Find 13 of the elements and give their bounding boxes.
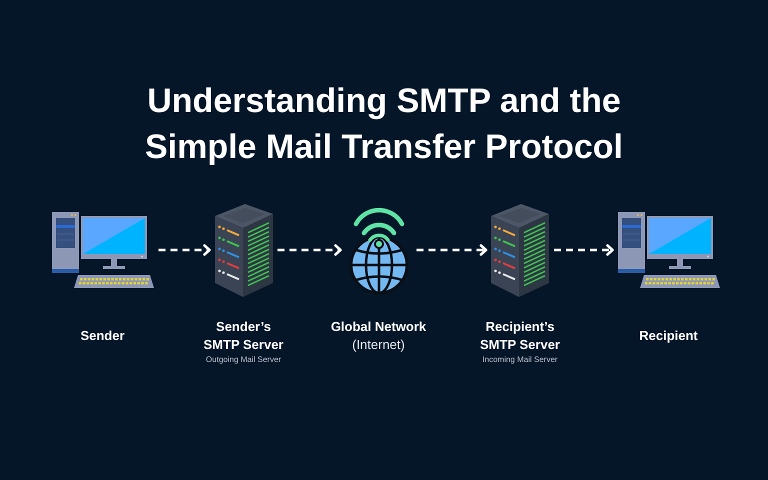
arrow bbox=[158, 244, 211, 256]
node-label: Recipient’s SMTP Server bbox=[479, 318, 561, 354]
arrow bbox=[416, 244, 488, 256]
arrow bbox=[554, 244, 614, 256]
node-sublabel: (Internet) bbox=[352, 336, 405, 354]
diagram-title: Understanding SMTP and the Simple Mail Transfer Protocol bbox=[144, 81, 624, 168]
node-label: Sender’s SMTP Server bbox=[202, 318, 284, 354]
node-label: Recipient bbox=[639, 327, 698, 345]
arrow bbox=[278, 244, 342, 256]
node-label: Sender bbox=[80, 327, 125, 345]
node-caption: Outgoing Mail Server bbox=[206, 355, 282, 365]
node-caption: Incoming Mail Server bbox=[482, 355, 558, 365]
node-label: Global Network bbox=[330, 318, 426, 336]
